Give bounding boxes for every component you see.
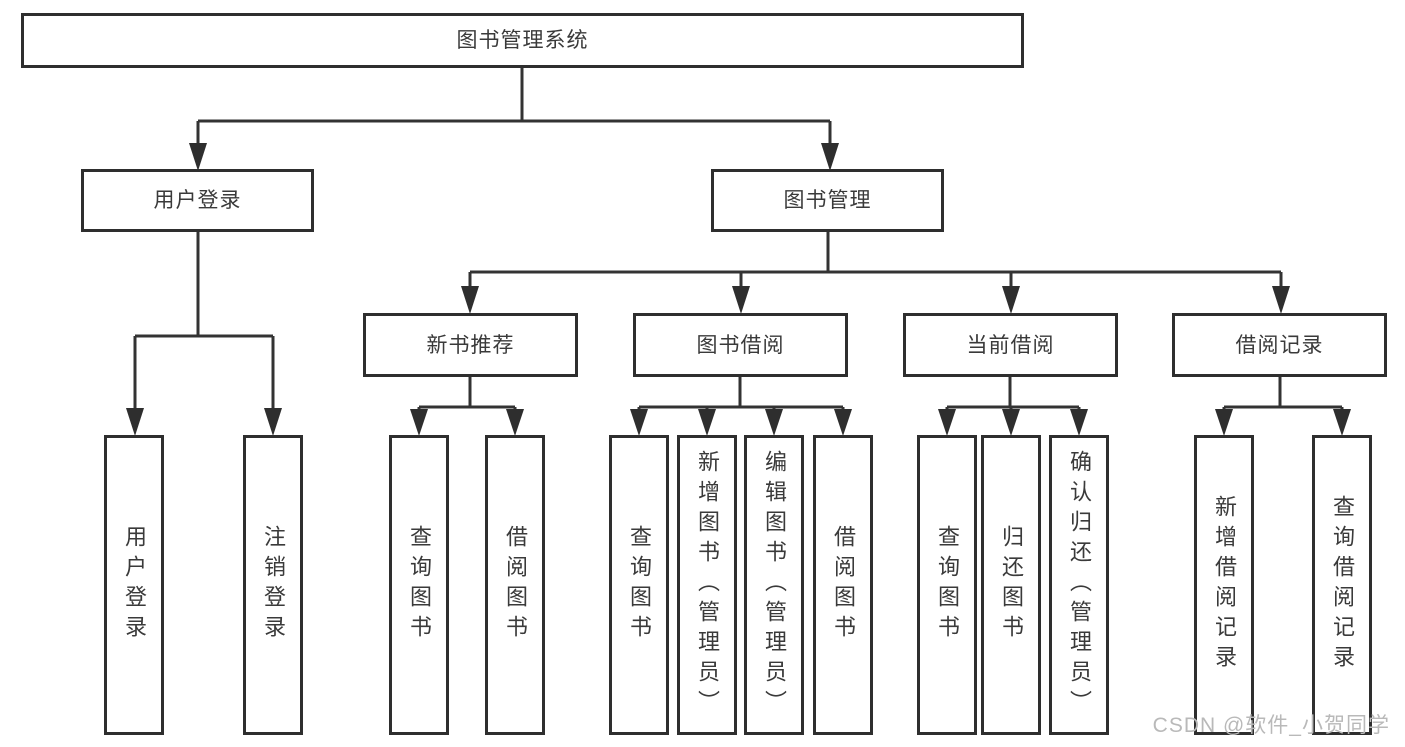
node-borrowing-records: 借阅记录 <box>1172 313 1387 377</box>
node-leaf-br-query-borrow-record: 查询借阅记录 <box>1312 435 1372 735</box>
arrowheads <box>126 143 1351 436</box>
node-new-book-recommendation: 新书推荐 <box>363 313 578 377</box>
node-leaf-user-login: 用户登录 <box>104 435 164 735</box>
node-user-login: 用户登录 <box>81 169 314 232</box>
node-leaf-bb-query-books: 查询图书 <box>609 435 669 735</box>
node-leaf-bb-borrow-books: 借阅图书 <box>813 435 873 735</box>
node-leaf-logout: 注销登录 <box>243 435 303 735</box>
node-leaf-cb-query-books: 查询图书 <box>917 435 977 735</box>
node-book-management: 图书管理 <box>711 169 944 232</box>
node-root-system: 图书管理系统 <box>21 13 1024 68</box>
node-book-borrowing: 图书借阅 <box>633 313 848 377</box>
node-leaf-bb-add-books-admin: 新增图书（管理员） <box>677 435 737 735</box>
node-leaf-cb-return-books: 归还图书 <box>981 435 1041 735</box>
node-leaf-nbr-query-books: 查询图书 <box>389 435 449 735</box>
csdn-watermark: CSDN @软件_小贺同学 <box>1152 714 1390 737</box>
node-leaf-bb-edit-books-admin: 编辑图书（管理员） <box>744 435 804 735</box>
node-leaf-br-add-borrow-record: 新增借阅记录 <box>1194 435 1254 735</box>
node-leaf-nbr-borrow-books: 借阅图书 <box>485 435 545 735</box>
node-leaf-cb-confirm-return-admin: 确认归还（管理员） <box>1049 435 1109 735</box>
node-current-borrowing: 当前借阅 <box>903 313 1118 377</box>
